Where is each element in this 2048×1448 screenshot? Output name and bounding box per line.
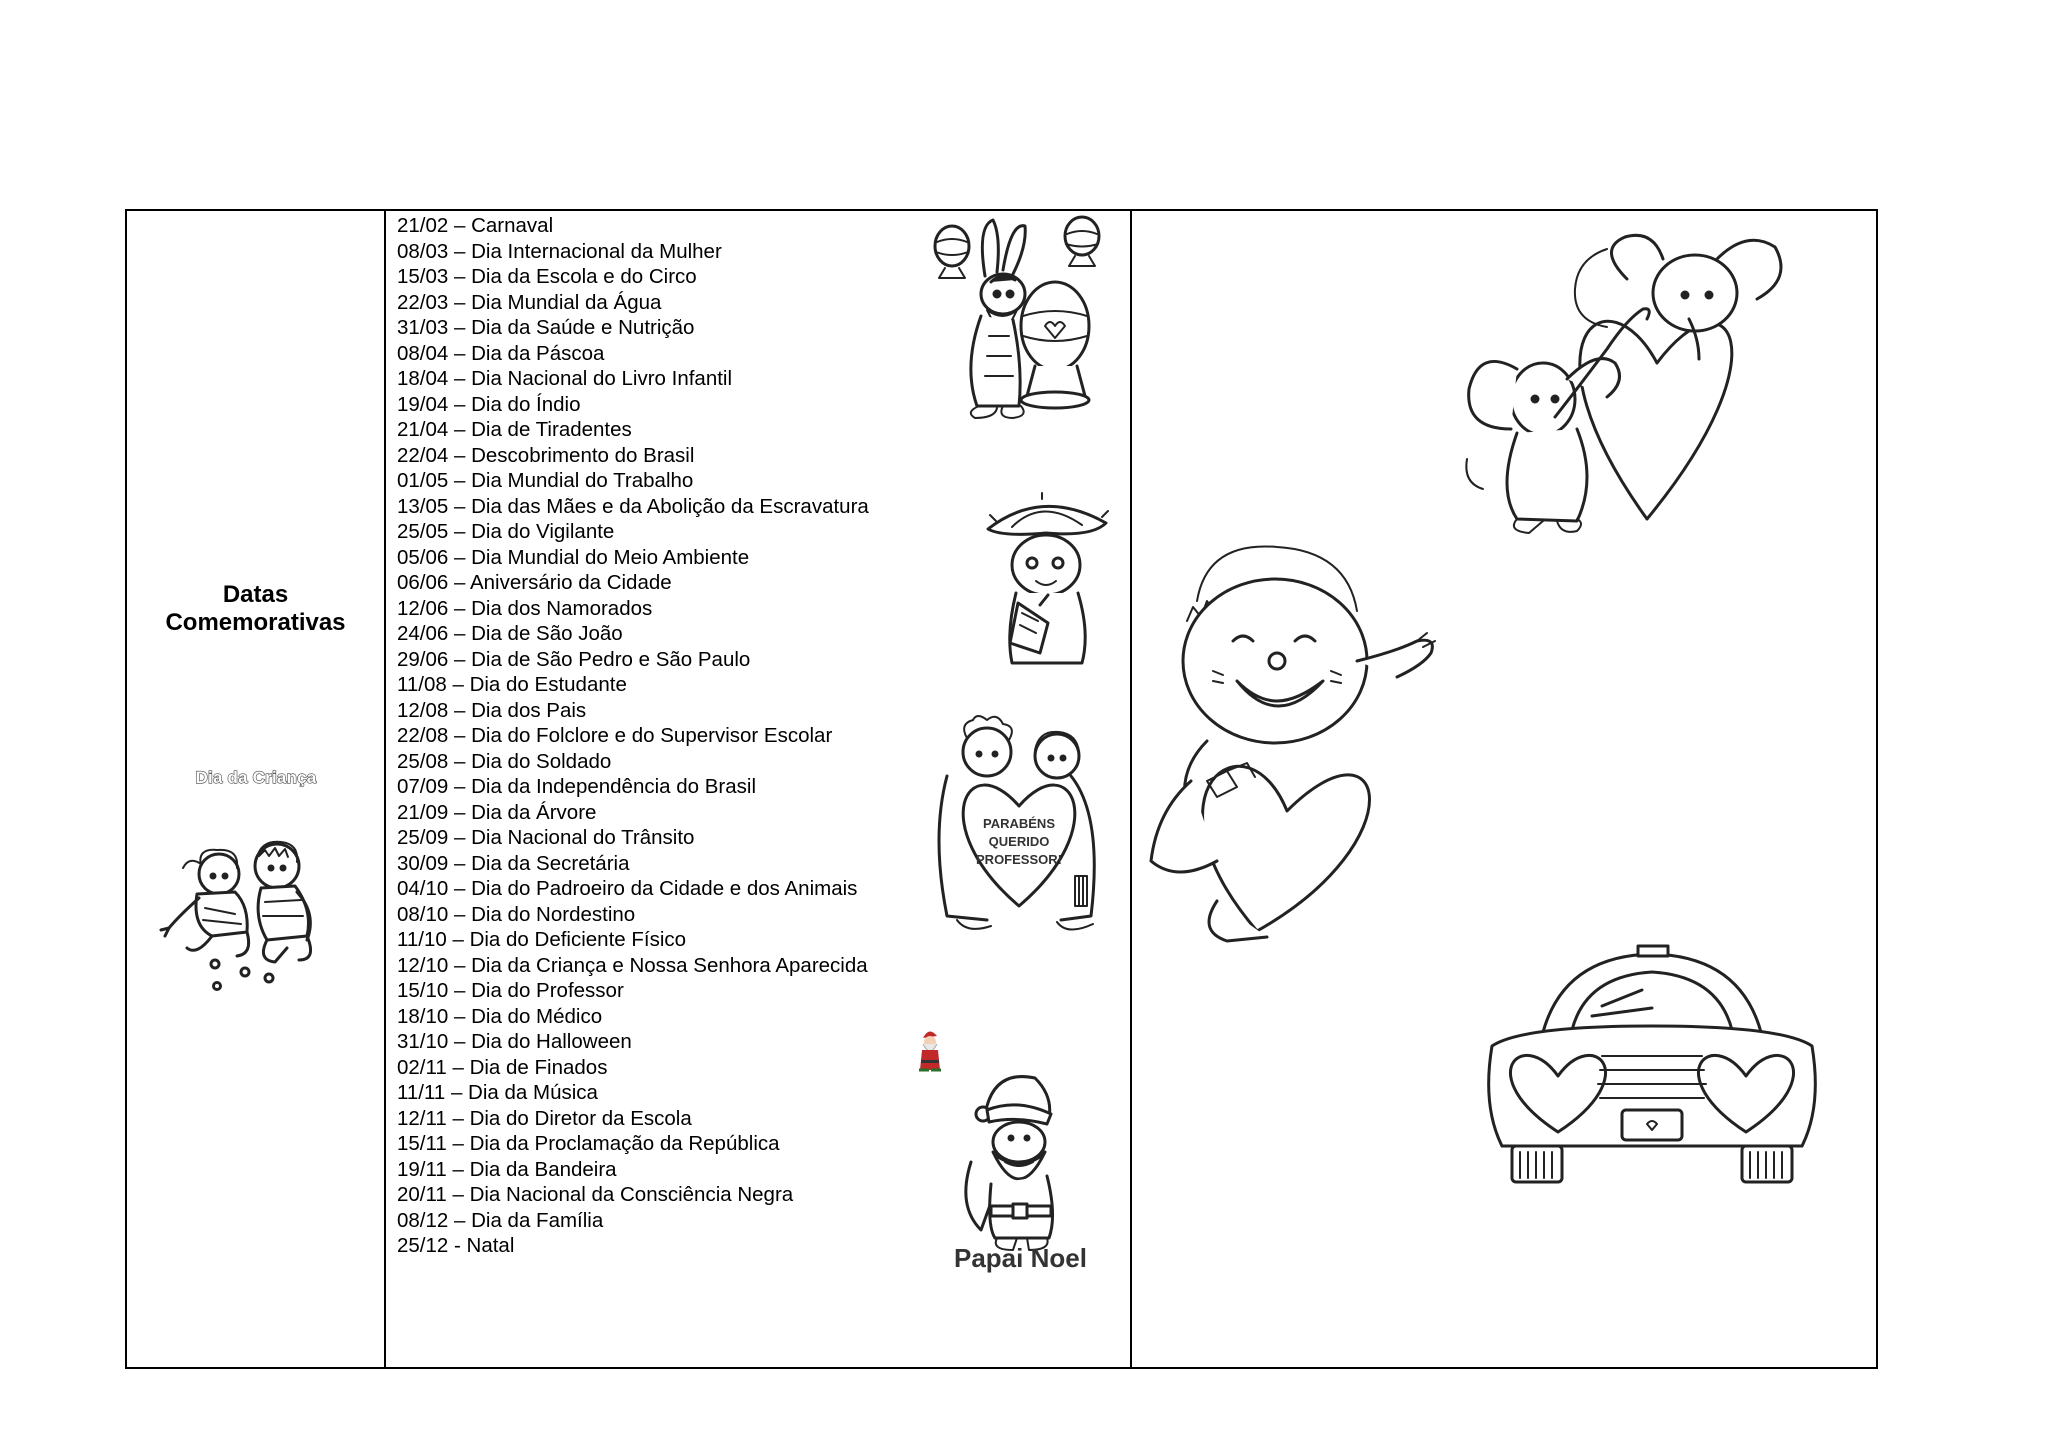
- date-item: 25/08 – Dia do Soldado: [397, 749, 612, 773]
- date-item: 12/08 – Dia dos Pais: [397, 698, 587, 722]
- date-item: 15/10 – Dia do Professor: [397, 979, 624, 1002]
- date-item: 25/12 - Natal: [397, 1234, 515, 1257]
- professor-day-heart-sign-illustration: PARABÉNS QUERIDO PROFESSOR!: [937, 715, 1096, 931]
- date-item: 05/06 – Dia Mundial do Meio Ambiente: [397, 545, 750, 569]
- date-item: 18/10 – Dia do Médico: [397, 1004, 603, 1028]
- date-item: 31/03 – Dia da Saúde e Nutrição: [397, 316, 695, 339]
- date-item: 29/06 – Dia de São Pedro e São Paulo: [397, 647, 751, 671]
- dia-da-crianca-title: Dia da Criança: [195, 767, 317, 787]
- date-item: 21/02 – Carnaval: [397, 214, 554, 237]
- date-item: 11/10 – Dia do Deficiente Físico: [397, 928, 687, 951]
- festa-junina-boy-illustration: [986, 492, 1109, 665]
- date-item: 15/03 – Dia da Escola e do Circo: [397, 265, 697, 288]
- column-divider-1: [384, 211, 386, 1367]
- date-item: 07/09 – Dia da Independência do Brasil: [397, 775, 757, 798]
- date-item: 18/04 – Dia Nacional do Livro Infantil: [397, 367, 733, 390]
- date-item: 21/09 – Dia da Árvore: [397, 800, 597, 824]
- date-item: 22/03 – Dia Mundial da Água: [397, 290, 662, 314]
- small-santa-icon: [919, 1031, 941, 1072]
- date-item: 08/10 – Dia do Nordestino: [397, 902, 636, 926]
- dates-list: 21/02 – Carnaval 08/03 – Dia Internacion…: [397, 213, 869, 1259]
- date-item: 06/06 – Aniversário da Cidade: [397, 571, 672, 594]
- date-item: 19/04 – Dia do Índio: [397, 392, 581, 416]
- date-item: 08/12 – Dia da Família: [397, 1208, 604, 1232]
- date-item: 22/08 – Dia do Folclore e do Supervisor …: [397, 724, 833, 747]
- date-item: 15/11 – Dia da Proclamação da República: [397, 1132, 780, 1155]
- date-item: 13/05 – Dia das Mães e da Abolição da Es…: [397, 494, 869, 518]
- date-item: 20/11 – Dia Nacional da Consciência Negr…: [397, 1183, 794, 1206]
- date-item: 01/05 – Dia Mundial do Trabalho: [397, 469, 694, 492]
- car-with-hearts-illustration: [1487, 944, 1817, 1184]
- children-playing-marbles-illustration: [159, 840, 313, 991]
- commemorative-dates-table: Datas Comemorativas Dia da Criança 21/02…: [125, 209, 1878, 1369]
- date-item: 08/03 – Dia Internacional da Mulher: [397, 239, 722, 263]
- date-item: 25/05 – Dia do Vigilante: [397, 520, 615, 543]
- date-item: 04/10 – Dia do Padroeiro da Cidade e dos…: [397, 877, 858, 900]
- professor-sign-line1: PARABÉNS: [983, 816, 1055, 831]
- date-item: 11/11 – Dia da Música: [397, 1081, 598, 1104]
- date-item: 02/11 – Dia de Finados: [397, 1055, 608, 1079]
- professor-sign-line3: PROFESSOR!: [976, 852, 1062, 867]
- papai-noel-caption: Papai Noel: [954, 1243, 1087, 1273]
- easter-bunny-illustration: [933, 215, 1101, 419]
- column-divider-2: [1130, 211, 1132, 1367]
- date-item: 25/09 – Dia Nacional do Trânsito: [397, 826, 695, 849]
- row-label: Datas Comemorativas: [127, 581, 384, 637]
- date-item: 24/06 – Dia de São João: [397, 622, 623, 645]
- row-label-line2: Comemorativas: [165, 609, 346, 636]
- date-item: 30/09 – Dia da Secretária: [397, 851, 630, 875]
- boy-holding-heart-illustration: [1149, 545, 1436, 943]
- date-item: 12/06 – Dia dos Namorados: [397, 596, 653, 620]
- date-item: 11/08 – Dia do Estudante: [397, 673, 627, 696]
- date-item: 22/04 – Descobrimento do Brasil: [397, 443, 695, 467]
- date-item: 08/04 – Dia da Páscoa: [397, 341, 605, 365]
- row-label-line1: Datas: [222, 581, 289, 608]
- date-item: 31/10 – Dia do Halloween: [397, 1030, 632, 1053]
- professor-sign-line2: QUERIDO: [989, 834, 1050, 849]
- date-item: 12/11 – Dia do Diretor da Escola: [397, 1106, 692, 1130]
- elephants-with-heart-illustration: [1465, 233, 1783, 534]
- date-item: 12/10 – Dia da Criança e Nossa Senhora A…: [397, 953, 868, 977]
- santa-claus-illustration: [964, 1075, 1054, 1251]
- date-item: 19/11 – Dia da Bandeira: [397, 1157, 617, 1181]
- date-item: 21/04 – Dia de Tiradentes: [397, 418, 632, 441]
